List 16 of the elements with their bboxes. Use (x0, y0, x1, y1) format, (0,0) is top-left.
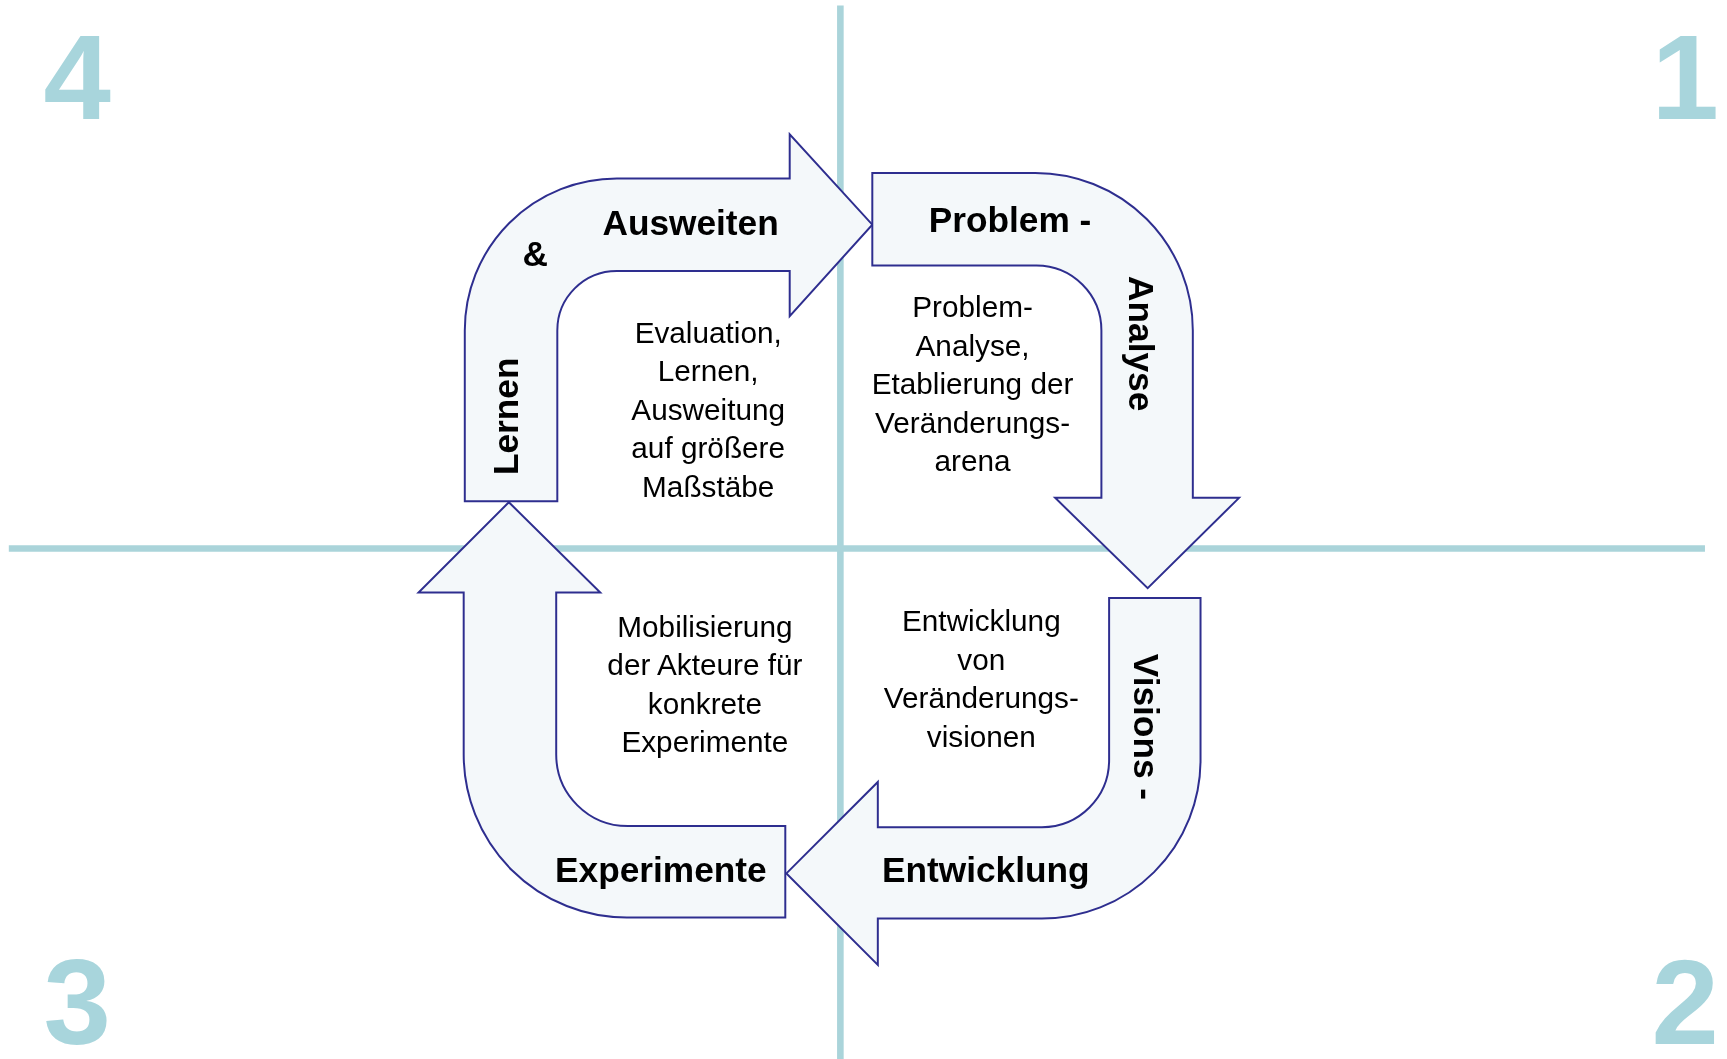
description-text: Evaluation, Lernen, Ausweitung auf größere Maßstäbe (630, 315, 787, 506)
arrow-label: Entwicklung (881, 849, 1090, 891)
description-text: Problem- Analyse, Etablierung der Veränderungs- arena (870, 289, 1075, 480)
arrow-label: Visions - (1125, 653, 1166, 801)
description-text: Mobilisierung der Akteure für konkrete Experimente (606, 609, 804, 761)
arrow-label: & (522, 234, 548, 275)
arrow-label: Analyse (1120, 276, 1162, 412)
arrow-label: Lernen (486, 357, 527, 476)
quadrant-number: 3 (43, 941, 111, 1059)
quadrant-number: 2 (1651, 941, 1719, 1059)
quadrant-number: 4 (43, 16, 111, 138)
arrow-label: Problem - (928, 199, 1092, 241)
quadrant-number: 1 (1651, 16, 1719, 138)
arrow-label: Ausweiten (602, 203, 779, 244)
description-text: Entwicklung von Veränderungs- visionen (882, 603, 1080, 756)
arrow-label: Experimente (555, 849, 767, 891)
